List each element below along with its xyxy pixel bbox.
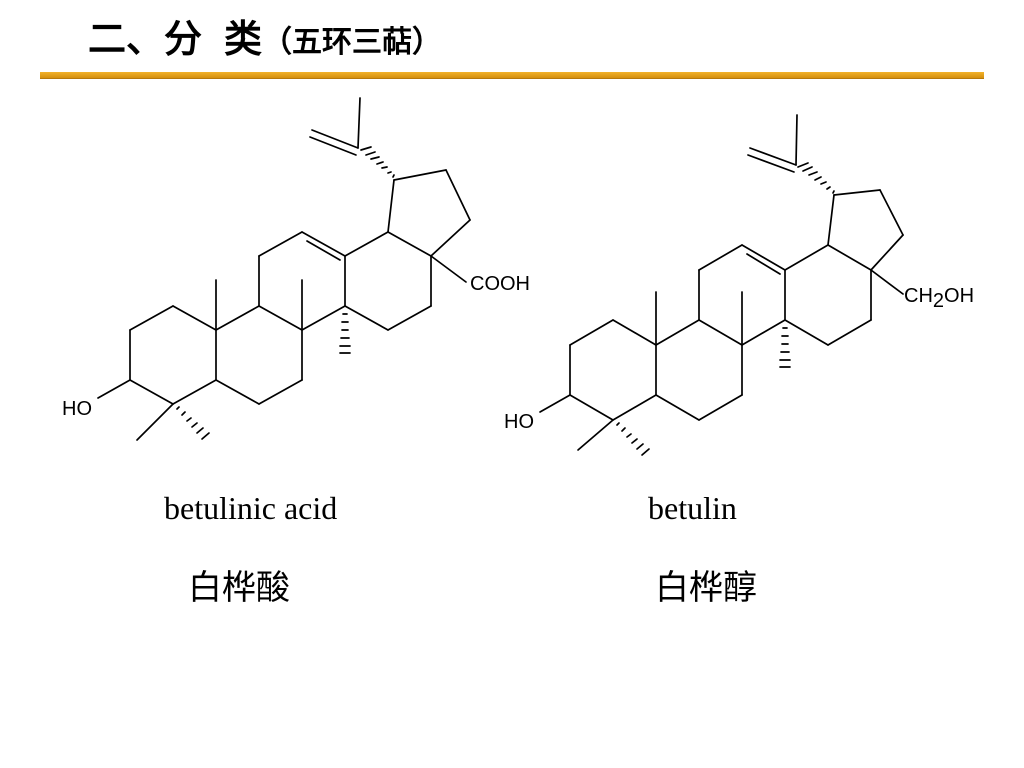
hydroxyl-label-2: HO <box>504 411 534 433</box>
compound-name-cn: 白桦酸 <box>188 568 290 608</box>
hydroxymethyl-ch: CH <box>904 285 933 307</box>
compound-name-en-2: betulin <box>648 490 737 526</box>
compound-name-en: betulinic acid <box>164 490 338 526</box>
title-divider <box>40 72 984 79</box>
title-parenthetical: （五环三萜） <box>262 25 443 60</box>
title-text: 二、分 <box>88 16 203 61</box>
carboxyl-label: COOH <box>470 273 530 295</box>
hydroxymethyl-subscript: 2 <box>933 290 944 312</box>
compound-name-cn-2: 白桦醇 <box>655 568 757 608</box>
skeleton-betulin <box>539 114 904 456</box>
hydroxymethyl-label: CH2OH <box>904 285 974 312</box>
skeleton-betulinic-acid <box>97 97 471 441</box>
hydroxymethyl-oh: OH <box>944 285 974 307</box>
hydroxyl-label: HO <box>62 398 92 420</box>
title-text-second: 类 <box>224 16 263 61</box>
slide-title: 二、分类（五环三萜） <box>88 8 442 63</box>
